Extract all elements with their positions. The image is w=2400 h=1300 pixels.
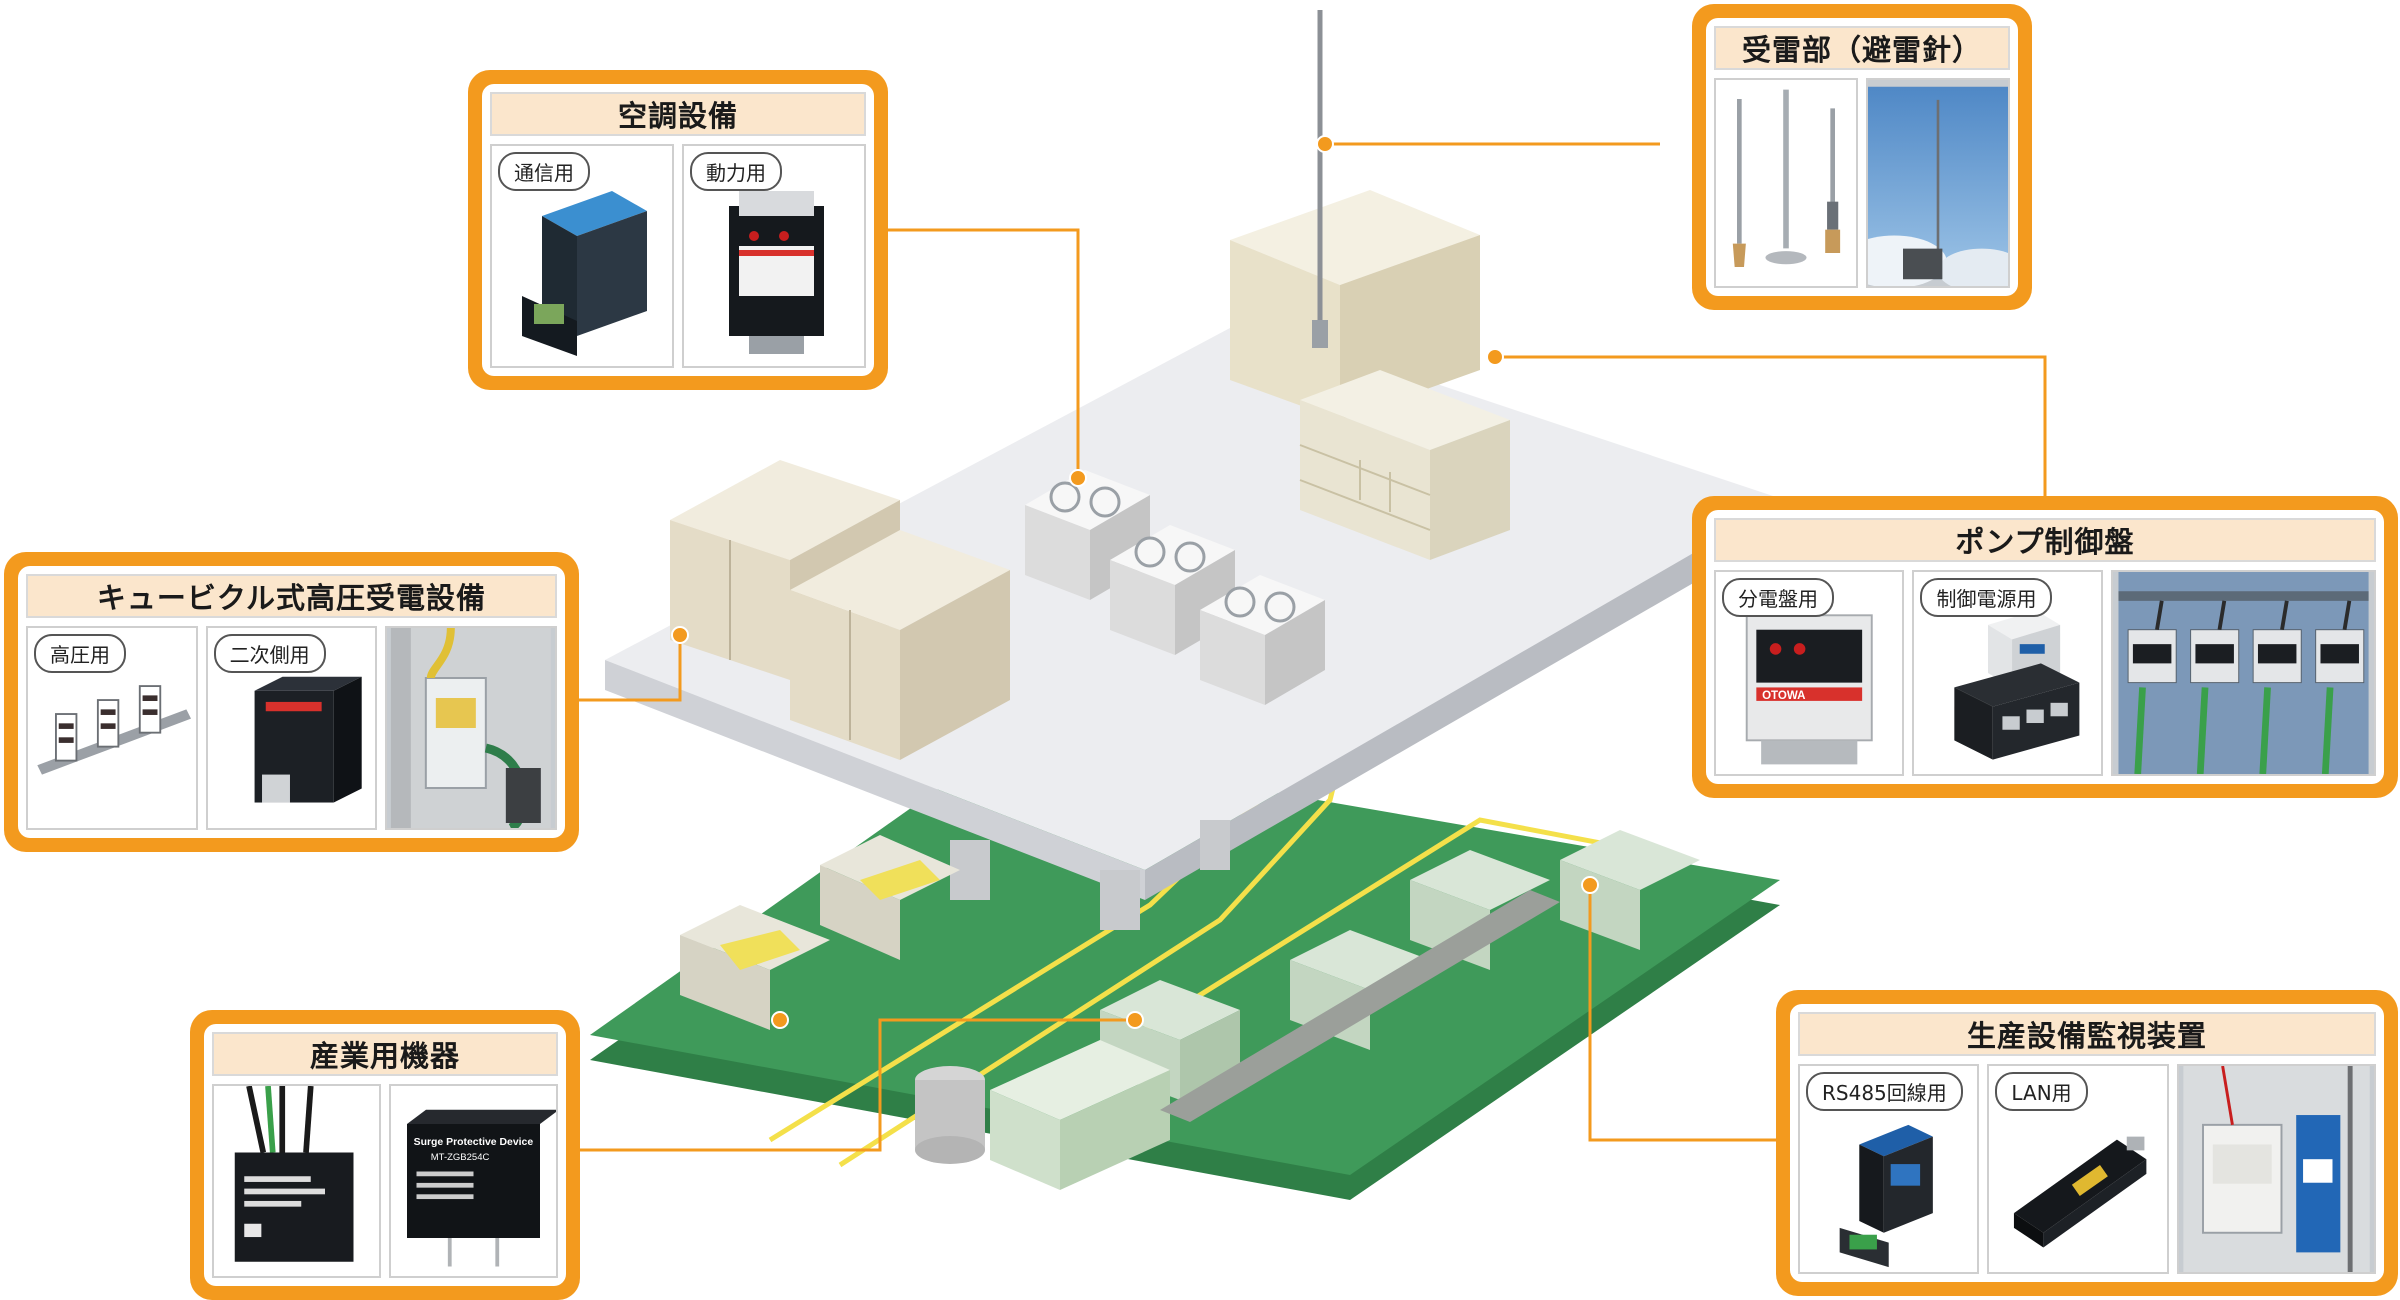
product-panel-lan: LAN用	[1987, 1064, 2169, 1274]
industrial-spd-panel-2: Surge Protective Device MT-ZGB254C	[389, 1084, 558, 1278]
industrial-spd-panel-1	[212, 1084, 381, 1278]
rs485-spd-image	[1839, 1124, 1933, 1268]
panel-tag: 高圧用	[34, 634, 126, 673]
leader-dots	[671, 135, 1599, 1029]
monitor-photo-image	[2183, 1066, 2370, 1272]
panel-tag: 動力用	[690, 152, 782, 191]
otowa-brand-label: OTOWA	[1762, 690, 1806, 702]
callout-cubicle: キュービクル式高圧受電設備 高圧用	[4, 552, 579, 852]
product-panel-control-power: 制御電源用	[1912, 570, 2103, 776]
spd-power-image	[729, 191, 824, 354]
lightning-rod-photo	[1866, 78, 2010, 288]
spd-title-label: Surge Protective Device	[414, 1137, 534, 1148]
production-machines	[680, 830, 1700, 1190]
product-panel-secondary: 二次側用	[205, 626, 378, 830]
leader-lines	[575, 142, 2047, 1152]
callout-pump-control: ポンプ制御盤 分電盤用 OTOWA 制御電源用	[1692, 496, 2398, 798]
control-panel-photo-image	[2118, 572, 2369, 774]
panel-tag: RS485回線用	[1806, 1072, 1963, 1111]
pump-control-panel-photo	[2110, 570, 2376, 776]
panel-tag: LAN用	[1995, 1072, 2088, 1111]
callout-lightning-receptor: 受雷部（避雷針）	[1692, 4, 2032, 310]
monitor-installation-photo	[2176, 1064, 2376, 1274]
callout-title: 生産設備監視装置	[1798, 1012, 2376, 1056]
callout-title: キュービクル式高圧受電設備	[26, 574, 557, 618]
product-panel-distribution: 分電盤用 OTOWA	[1714, 570, 1905, 776]
callout-industrial: 産業用機器 Surge Protective Device MT-ZGB254C	[190, 1010, 580, 1300]
industrial-spd-image-1	[234, 1086, 354, 1262]
panel-tag: 通信用	[498, 152, 590, 191]
distribution-spd-image: OTOWA	[1745, 614, 1873, 765]
panel-tag: 二次側用	[213, 634, 326, 673]
spd-model-label: MT-ZGB254C	[431, 1152, 490, 1163]
industrial-spd-image-2: Surge Protective Device MT-ZGB254C	[407, 1109, 556, 1267]
panel-tag: 制御電源用	[1920, 578, 2053, 617]
installation-photo-image	[391, 628, 552, 828]
lightning-rod-products	[1714, 78, 1858, 288]
rooftop-building	[1230, 190, 1510, 560]
lightning-rod-image	[1732, 89, 1841, 267]
lightning-rod	[1312, 10, 1328, 348]
product-panel-communication: 通信用	[490, 144, 674, 368]
lan-spd-image	[2014, 1136, 2147, 1248]
spd-communication-image	[522, 191, 647, 356]
panel-tag: 分電盤用	[1722, 578, 1834, 617]
sky-photo-image	[1868, 86, 2008, 286]
ac-units	[1025, 470, 1325, 705]
secondary-spd-image	[254, 676, 362, 803]
cubicle-installation-photo	[385, 626, 558, 830]
callout-title: ポンプ制御盤	[1714, 518, 2376, 562]
product-panel-high-voltage: 高圧用	[26, 626, 198, 830]
product-panel-power: 動力用	[682, 144, 866, 368]
product-panel-rs485: RS485回線用	[1798, 1064, 1980, 1274]
callout-production-monitor: 生産設備監視装置 RS485回線用 LAN用	[1776, 990, 2398, 1296]
callout-title: 産業用機器	[212, 1032, 558, 1076]
callout-title: 空調設備	[490, 92, 866, 136]
cubicle-cabinets	[670, 460, 1010, 760]
control-power-spd-image	[1954, 610, 2080, 760]
high-voltage-arrester-image	[37, 685, 192, 775]
callout-title: 受雷部（避雷針）	[1714, 26, 2010, 70]
callout-air-conditioning: 空調設備 通信用 動力用	[468, 70, 888, 390]
